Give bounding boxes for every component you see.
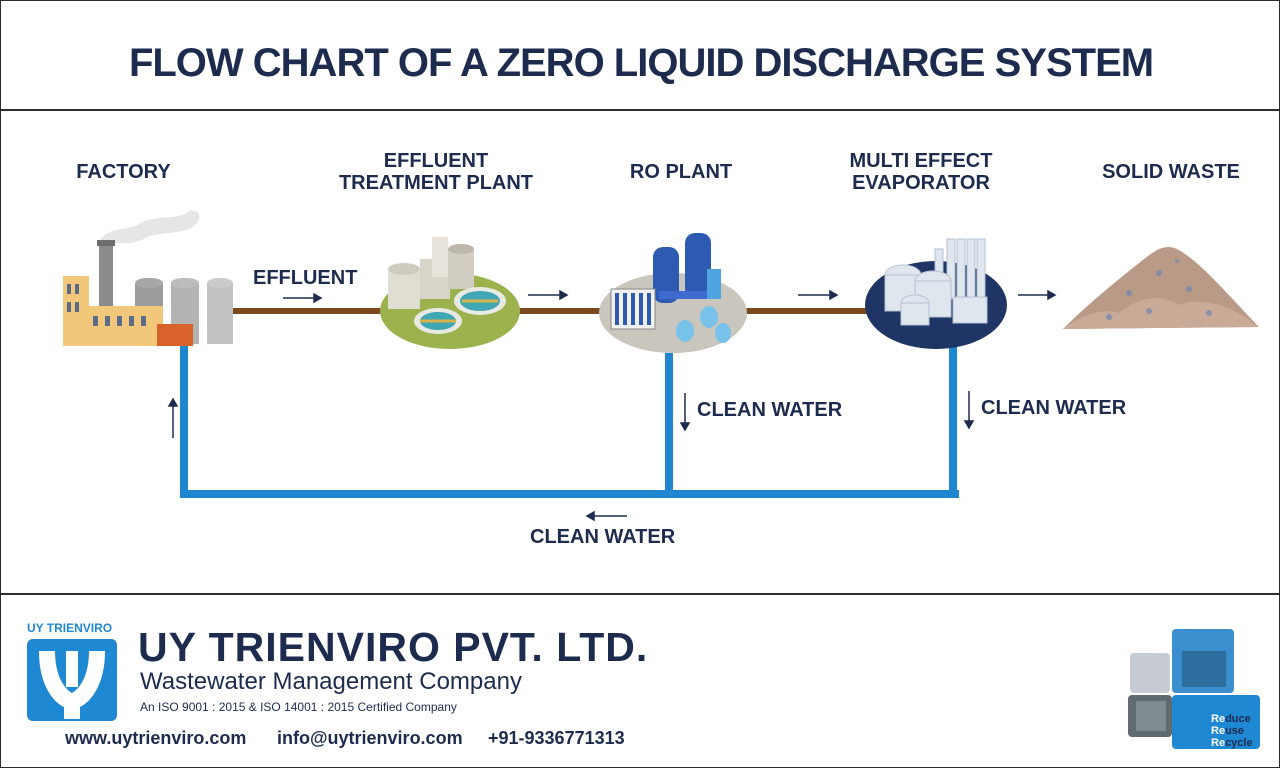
factory-illustration	[63, 210, 233, 346]
email-link[interactable]: info@uytrienviro.com	[277, 728, 463, 748]
page-title: FLOW CHART OF A ZERO LIQUID DISCHARGE SY…	[128, 41, 1154, 85]
rrr-reduce: Reduce	[1211, 713, 1251, 725]
company-name: UY TRIENVIRO PVT. LTD.	[138, 624, 649, 670]
solid-waste-illustration	[1063, 246, 1259, 329]
footer-divider	[1, 593, 1279, 595]
flow-label-effluent: EFFLUENT	[253, 267, 358, 289]
phone-number[interactable]: +91-9336771313	[488, 728, 625, 748]
stage-label-factory: FACTORY	[76, 161, 171, 183]
stage-label-solid-waste: SOLID WASTE	[1102, 161, 1240, 183]
ro-clean-water-pipe	[665, 353, 673, 493]
arrow-right-mee	[1018, 289, 1057, 301]
company-logo-icon	[27, 639, 117, 721]
stage-label-ro: RO PLANT	[629, 161, 733, 183]
arrow-down-mee	[963, 391, 975, 430]
flow-arrows	[167, 289, 1057, 522]
stage-label-etp-line2: TREATMENT PLANT	[338, 172, 534, 194]
reduce-reuse-recycle-badge	[1128, 629, 1260, 749]
return-pipe-horizontal	[180, 490, 959, 498]
stage-label-etp: EFFLUENT TREATMENT PLANT	[311, 150, 561, 194]
website-link[interactable]: www.uytrienviro.com	[65, 728, 247, 748]
rrr-reuse: Reuse	[1211, 725, 1245, 737]
return-pipe-vertical-factory	[180, 341, 188, 498]
mee-clean-water-pipe	[949, 341, 957, 493]
iso-certification: An ISO 9001 : 2015 & ISO 14001 : 2015 Ce…	[140, 700, 457, 714]
flow-label-clean-water-return: CLEAN WATER	[530, 526, 676, 548]
arrow-right-etp	[528, 289, 569, 301]
ro-plant-illustration	[599, 233, 747, 353]
multi-effect-evaporator-illustration	[865, 238, 1007, 349]
arrow-up-factory	[167, 397, 179, 438]
effluent-pipe	[231, 308, 871, 314]
arrow-right-ro	[798, 289, 839, 301]
arrow-left-return	[585, 510, 627, 522]
flow-label-clean-water-ro: CLEAN WATER	[697, 399, 843, 421]
arrow-right-effluent	[283, 292, 323, 304]
rrr-recycle: Recycle	[1211, 737, 1253, 749]
logo-text: UY TRIENVIRO	[27, 621, 113, 635]
arrow-down-ro	[679, 393, 691, 432]
effluent-treatment-plant-illustration	[380, 237, 520, 349]
company-tagline: Wastewater Management Company	[140, 668, 522, 695]
flow-label-clean-water-mee: CLEAN WATER	[981, 397, 1127, 419]
stage-label-mee: MULTI EFFECT EVAPORATOR	[826, 150, 1016, 194]
header-divider	[1, 109, 1279, 111]
stage-label-mee-line1: MULTI EFFECT	[849, 150, 993, 172]
stage-label-etp-line1: EFFLUENT	[383, 150, 489, 172]
reduce-reuse-recycle-text: Reduce Reuse Recycle	[1211, 713, 1253, 749]
stage-label-mee-line2: EVAPORATOR	[852, 172, 990, 194]
